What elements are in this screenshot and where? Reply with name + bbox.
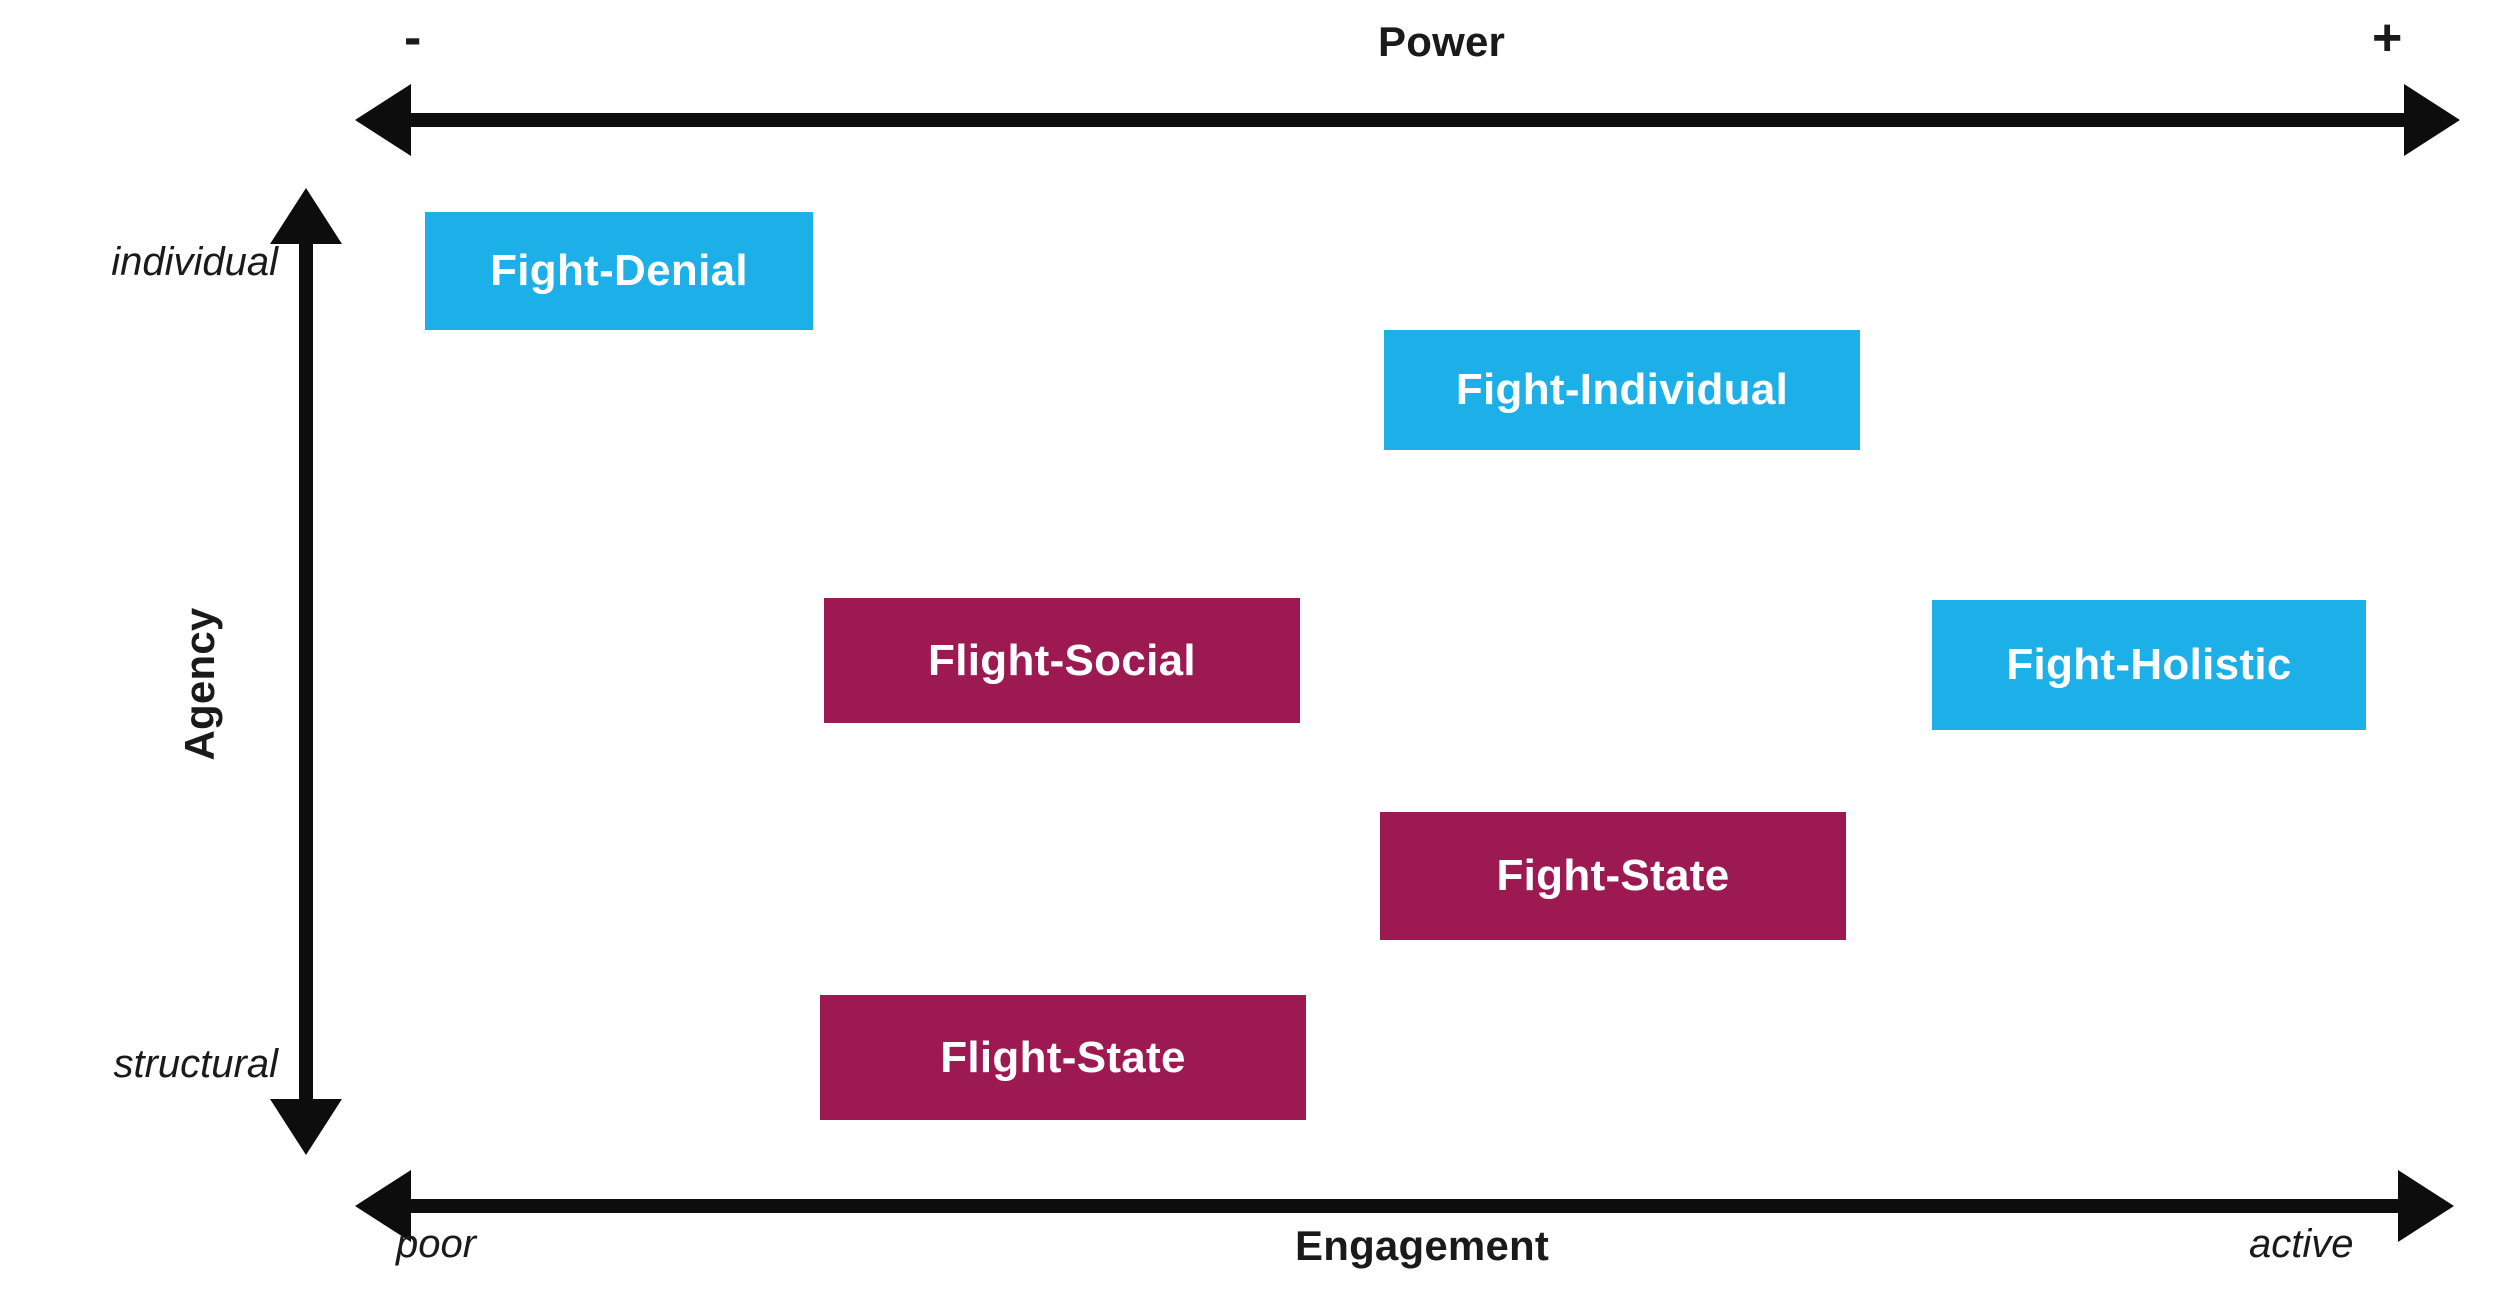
node-box-fight-denial[interactable]: Fight-Denial: [425, 212, 813, 330]
agency-axis-bottom-arrowhead: [270, 1099, 342, 1155]
engagement-axis-line: [409, 1199, 2399, 1213]
power-axis-plus-sign: +: [2372, 9, 2403, 67]
power-axis-minus-sign: -: [404, 9, 422, 67]
engagement-axis-left-arrowhead: [355, 1170, 411, 1242]
agency-axis-line: [299, 242, 313, 1099]
power-axis-left-arrowhead: [355, 84, 411, 156]
agency-axis-bottom-label: structural: [113, 1042, 279, 1086]
node-box-flight-state[interactable]: Flight-State: [820, 995, 1306, 1120]
engagement-axis-right-arrowhead: [2398, 1170, 2454, 1242]
node-box-flight-social[interactable]: Flight-Social: [824, 598, 1300, 723]
node-box-fight-state[interactable]: Fight-State: [1380, 812, 1846, 940]
agency-axis-top-arrowhead: [270, 188, 342, 244]
engagement-axis-right-label: active: [2249, 1222, 2354, 1266]
power-axis-line: [409, 113, 2405, 127]
engagement-axis-title: Engagement: [1295, 1222, 1550, 1269]
agency-axis-top-label: individual: [111, 240, 278, 284]
engagement-axis-left-label: poor: [396, 1222, 477, 1266]
node-box-fight-individual[interactable]: Fight-Individual: [1384, 330, 1860, 450]
power-axis-title: Power: [1378, 18, 1506, 65]
power-axis-right-arrowhead: [2404, 84, 2460, 156]
agency-axis-title: Agency: [176, 607, 223, 761]
node-box-fight-holistic[interactable]: Fight-Holistic: [1932, 600, 2366, 730]
